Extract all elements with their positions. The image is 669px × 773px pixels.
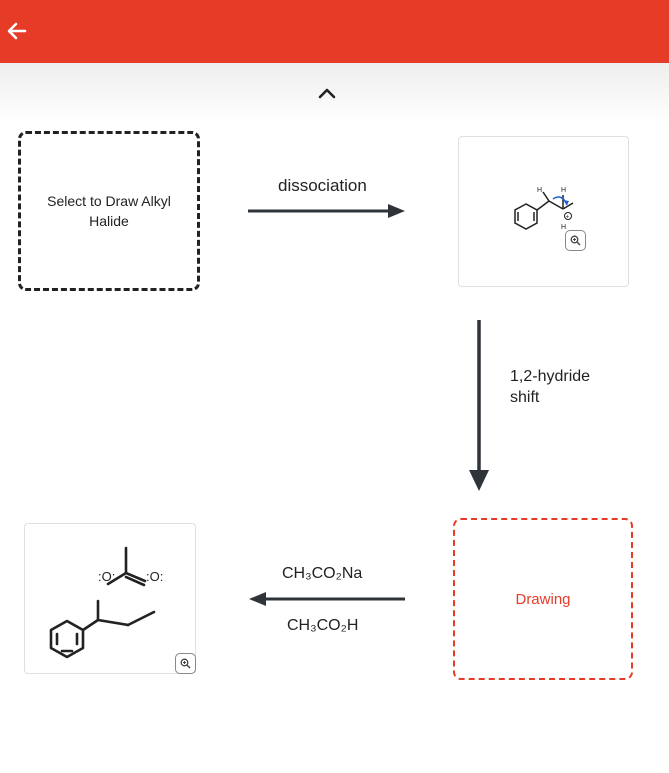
top-app-bar [0,0,669,63]
carbocation-charge: + [566,214,570,221]
carbocation-atom-h2: H [561,187,566,194]
collapse-button[interactable] [312,80,342,106]
drawing-box[interactable]: Drawing [453,518,633,680]
draw-alkyl-halide-box[interactable]: Select to Draw Alkyl Halide [18,131,200,291]
carbocation-atom-h1: H [537,187,542,194]
hydride-shift-label: 1,2-hydride shift [510,368,591,406]
magnifier-zoom-icon [180,658,191,669]
carbocation-atom-h3: H [561,224,566,231]
carbocation-structure: H H H + [514,187,574,231]
hydride-shift-arrow [469,320,489,491]
product-carbonyl-oxygen: :O: [146,569,163,584]
magnifier-zoom-icon [570,235,581,246]
header-shadow [0,63,669,123]
chevron-up-icon [318,88,336,99]
reagent-bottom-label: CH₃CO₂H [287,617,359,634]
product-structure-card[interactable]: :O: :O: [24,523,196,674]
product-ester-oxygen: :O: [98,569,115,584]
reagent-top-label: CH₃CO₂Na [282,565,363,582]
drawing-placeholder-text: Drawing [515,590,571,608]
arrow-left-icon [7,22,27,40]
dissociation-label: dissociation [278,176,367,195]
alkyl-halide-placeholder-text: Select to Draw Alkyl Halide [47,193,171,229]
dissociation-arrow [248,204,405,218]
back-button[interactable] [2,16,32,46]
product-structure: :O: :O: [49,546,163,659]
reagent-arrow [249,592,405,606]
carbocation-structure-card[interactable]: H H H + [458,136,629,287]
zoom-product-button[interactable] [175,653,196,674]
zoom-carbocation-button[interactable] [565,230,586,251]
